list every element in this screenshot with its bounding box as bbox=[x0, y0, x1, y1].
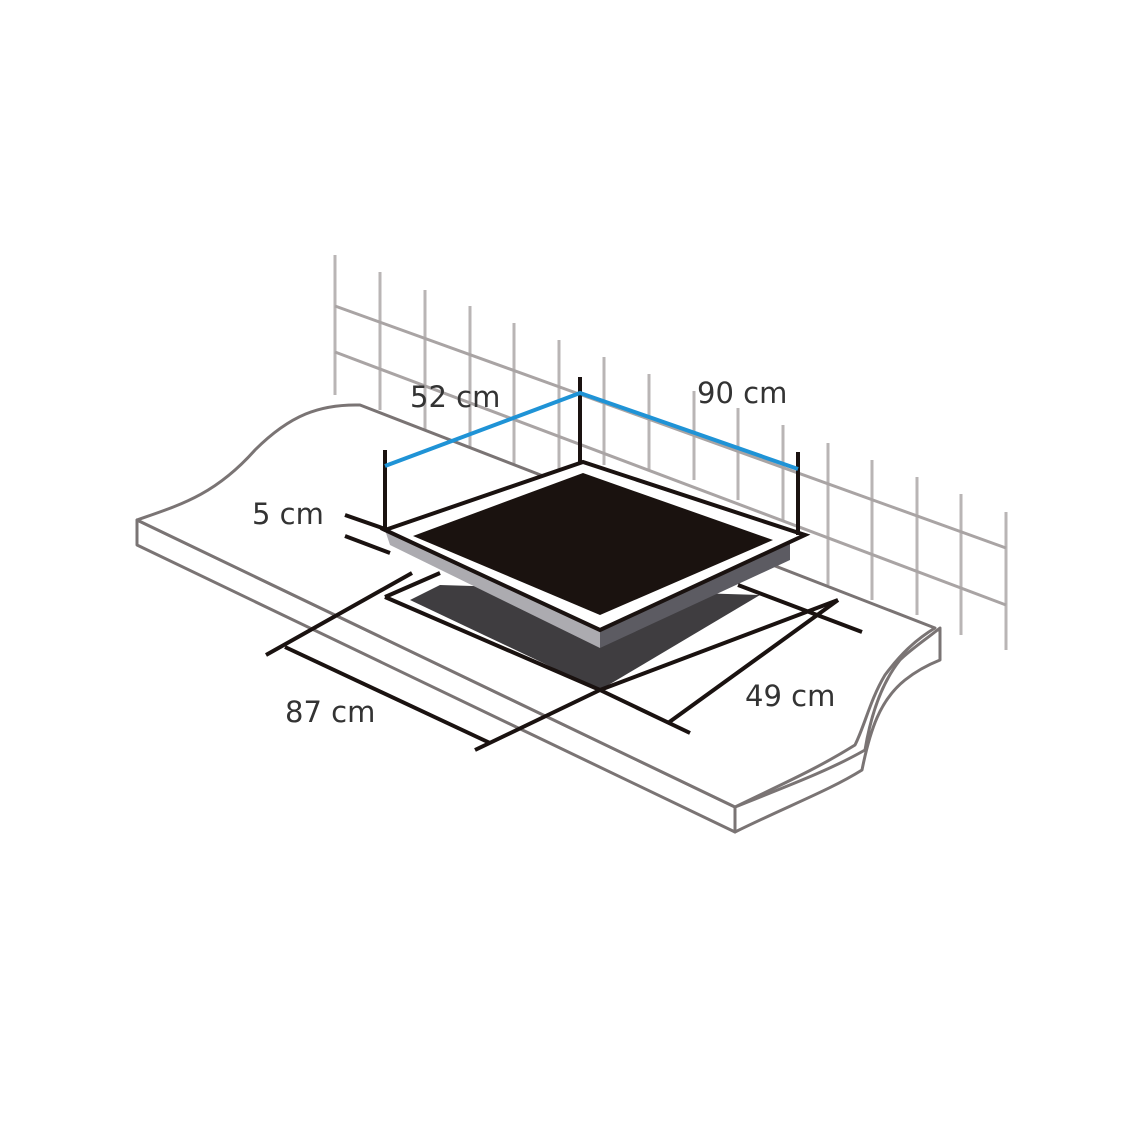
glass-surface bbox=[413, 473, 773, 615]
hob-depth-label: 52 cm bbox=[410, 380, 501, 414]
hob-top bbox=[379, 459, 811, 633]
cutout-depth-label: 49 cm bbox=[745, 679, 836, 713]
wall-tile-grid-horizontal bbox=[334, 304, 1007, 607]
top-dimension-lines bbox=[384, 390, 799, 471]
hob-height-label: 5 cm bbox=[252, 497, 324, 531]
hob-width-label: 90 cm bbox=[697, 376, 788, 410]
cutout-width-label: 87 cm bbox=[285, 695, 376, 729]
hob-frame bbox=[385, 530, 790, 648]
cutout-dimension-lines bbox=[265, 571, 863, 752]
wall-tile-grid bbox=[333, 255, 1008, 650]
height-dimension bbox=[344, 513, 391, 555]
